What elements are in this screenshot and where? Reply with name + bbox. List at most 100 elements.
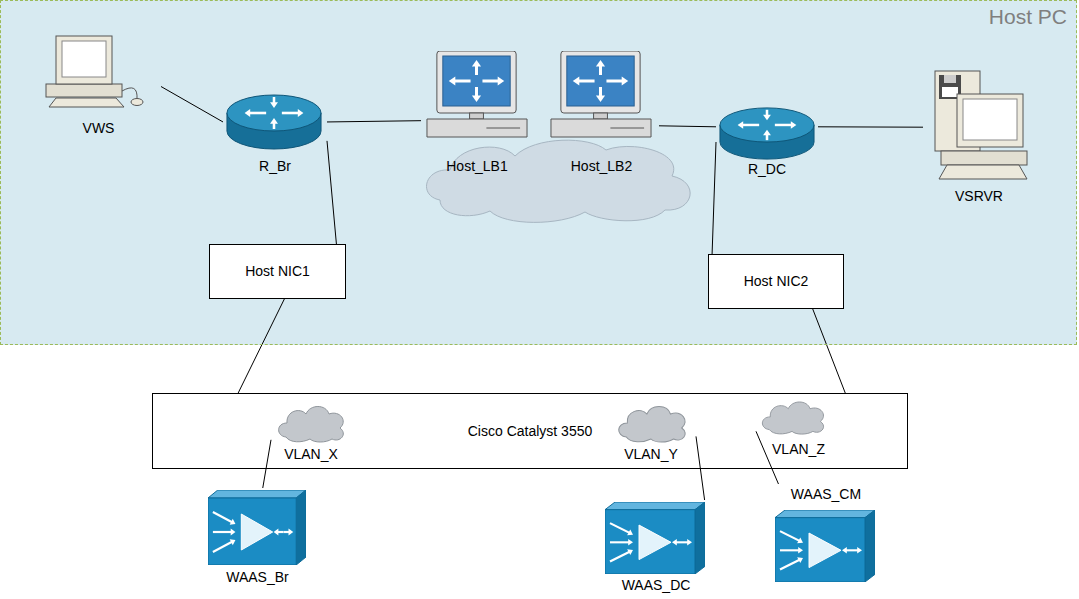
- arrow-shaft: [282, 112, 299, 115]
- arrow-shaft: [475, 87, 478, 97]
- base-unit: [551, 119, 651, 137]
- arrow-shaft: [482, 80, 499, 83]
- screen: [963, 99, 1017, 140]
- cloud-icon: [274, 401, 348, 443]
- appliance-side: [865, 510, 875, 582]
- arrow-shaft: [610, 541, 629, 543]
- node-label: WAAS_DC: [622, 577, 691, 594]
- vlan-cloud: VLAN_Y: [606, 399, 696, 467]
- arrow-tip: [627, 549, 633, 555]
- node-label: Host NIC1: [245, 263, 310, 280]
- router-top: [720, 108, 814, 142]
- monitor: [56, 36, 112, 84]
- arrow-tip: [270, 102, 278, 108]
- arrow-shaft: [475, 65, 478, 75]
- connector-line: [712, 142, 716, 254]
- drive-slot: [610, 128, 644, 129]
- arrow-tip: [791, 121, 797, 129]
- router-icon-group: [227, 95, 321, 149]
- arrow-tip: [738, 121, 744, 129]
- monitor-neck: [594, 113, 608, 119]
- appliance-top: [208, 490, 306, 498]
- arrow-shaft: [213, 542, 232, 552]
- router-icon: [718, 106, 816, 161]
- monitor: [957, 94, 1023, 147]
- arrow-tip: [628, 539, 633, 546]
- mouse: [131, 99, 143, 106]
- node-label: Host NIC2: [744, 273, 809, 290]
- arrow-shaft: [610, 552, 630, 562]
- arrow-tip: [797, 557, 803, 563]
- server-icon-group: [935, 71, 1027, 179]
- arrow-shaft: [775, 124, 792, 126]
- router-top: [227, 95, 321, 131]
- arrow-tip: [498, 76, 505, 85]
- arrow-shaft: [454, 80, 471, 83]
- load-balancer-node: Host_LB1: [421, 49, 533, 177]
- arrow-tip: [622, 76, 629, 85]
- pc-icon-group: [46, 36, 143, 107]
- arrow-shaft: [780, 549, 799, 551]
- node-label: WAAS_Br: [226, 569, 289, 586]
- waas-icon-group: [208, 490, 306, 565]
- arrow-tip: [857, 547, 862, 554]
- nic-box: Host NIC2: [708, 254, 844, 309]
- keyboard: [49, 98, 124, 107]
- arrow-shaft: [780, 560, 800, 570]
- arrow-shaft: [599, 65, 602, 75]
- pc-icon: [36, 34, 156, 109]
- arrow-shaft: [780, 531, 800, 541]
- node-label: WAAS_CM: [791, 486, 861, 503]
- arrow-tip: [270, 118, 278, 124]
- arrow-tip: [596, 95, 605, 102]
- vlan-cloud: VLAN_Z: [756, 395, 841, 461]
- vlan-cloud: VLAN_X: [271, 399, 351, 467]
- connector-line: [818, 126, 923, 127]
- server-node: VSRVR: [923, 67, 1035, 207]
- connector-line: [238, 299, 284, 393]
- cloud-icon-group: [619, 407, 685, 443]
- node-label: R_Br: [259, 158, 291, 175]
- cloud-icon-group: [762, 402, 823, 434]
- screen: [443, 56, 510, 106]
- arrow-shaft: [213, 531, 232, 533]
- arrow-shaft: [599, 87, 602, 97]
- host-pc-region: Host PCVWSR_BrHost_LB1Host_LB2R_DCVSRVRH…: [0, 0, 1077, 345]
- node-label: VLAN_X: [284, 446, 338, 463]
- screen: [567, 56, 634, 106]
- cloud-icon: [614, 401, 690, 443]
- floppy-shutter: [944, 75, 956, 83]
- arrow-tip: [298, 109, 304, 117]
- router-icon-group: [720, 108, 814, 159]
- connector-line: [756, 431, 778, 484]
- appliance-side: [695, 502, 705, 574]
- connector-line: [263, 440, 271, 488]
- screen: [62, 41, 106, 77]
- arrow-tip: [449, 76, 456, 85]
- desktop-case: [46, 84, 122, 97]
- arrow-tip: [798, 547, 803, 554]
- nic-box: Host NIC1: [209, 244, 346, 299]
- workstation-node: VWS: [36, 34, 161, 139]
- cloud-shape: [619, 407, 685, 443]
- arrow-tip: [289, 529, 294, 536]
- node-label: VWS: [83, 120, 115, 137]
- cloud-icon-group: [279, 407, 344, 443]
- appliance-side: [296, 490, 306, 565]
- arrow-tip: [687, 539, 692, 546]
- waas-icon-group: [775, 510, 875, 582]
- waas-icon-group: [605, 502, 705, 574]
- appliance-top: [605, 502, 705, 510]
- load-balancer-node: Host_LB2: [544, 49, 659, 177]
- connector-line: [161, 87, 223, 122]
- amplifier-triangle: [809, 533, 841, 568]
- arrow-shaft: [742, 124, 759, 126]
- waas-icon: [208, 490, 306, 565]
- appliance-front: [605, 510, 695, 574]
- waas-appliance: WAAS_CM: [772, 484, 880, 584]
- appliance-top: [775, 510, 875, 518]
